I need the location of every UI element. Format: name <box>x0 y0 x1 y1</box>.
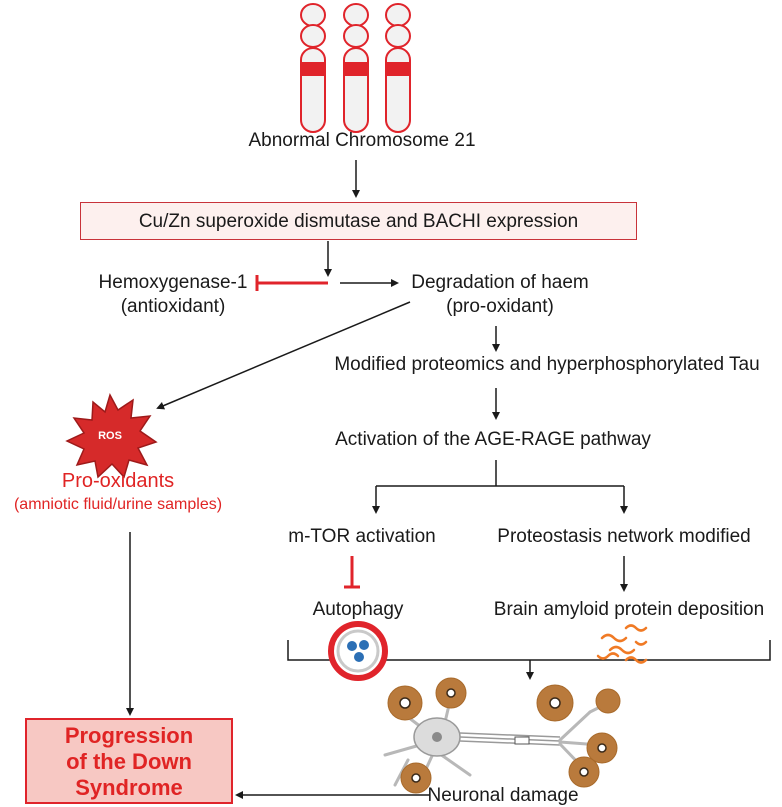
outcome-box: Progression of the Down Syndrome <box>25 718 233 804</box>
outcome-line-3: Syndrome <box>75 775 183 800</box>
amyloid-label: Brain amyloid protein deposition <box>493 599 765 620</box>
ros-starburst-icon <box>65 393 158 479</box>
haem-degradation-sublabel: (pro-oxidant) <box>446 296 554 317</box>
ros-badge-label: ROS <box>98 430 122 442</box>
pro-oxidants-label: Pro-oxidants <box>61 470 175 492</box>
proteomics-label: Modified proteomics and hyperphosphoryla… <box>334 354 760 375</box>
autophagy-vesicle-icon <box>328 621 388 681</box>
outcome-line-2: of the Down <box>66 749 192 774</box>
merge-bracket <box>287 640 771 661</box>
hemoxygenase-label: Hemoxygenase-1 <box>98 272 248 293</box>
chromosome-icon <box>385 3 411 133</box>
neuron-illustration-icon <box>383 677 621 794</box>
proteostasis-label: Proteostasis network modified <box>497 526 751 547</box>
outcome-line-1: Progression <box>64 723 194 748</box>
neuronal-damage-label: Neuronal damage <box>427 785 579 806</box>
amyloid-fibrils-icon <box>596 624 648 664</box>
arrow-haem-to-ros <box>156 301 411 410</box>
pro-oxidants-sublabel: (amniotic fluid/urine samples) <box>13 496 223 513</box>
expression-box: Cu/Zn superoxide dismutase and BACHI exp… <box>80 202 637 240</box>
expression-label: Cu/Zn superoxide dismutase and BACHI exp… <box>138 211 579 232</box>
mtor-label: m-TOR activation <box>288 526 436 547</box>
haem-degradation-label: Degradation of haem <box>411 272 589 293</box>
chromosome-icon <box>343 3 369 133</box>
chromosome-label: Abnormal Chromosome 21 <box>248 130 476 151</box>
hemoxygenase-sublabel: (antioxidant) <box>120 296 226 317</box>
autophagy-label: Autophagy <box>312 599 404 620</box>
chromosome-icon <box>300 3 326 133</box>
age-rage-label: Activation of the AGE-RAGE pathway <box>335 429 651 450</box>
chromosome-21-icons <box>300 3 411 133</box>
